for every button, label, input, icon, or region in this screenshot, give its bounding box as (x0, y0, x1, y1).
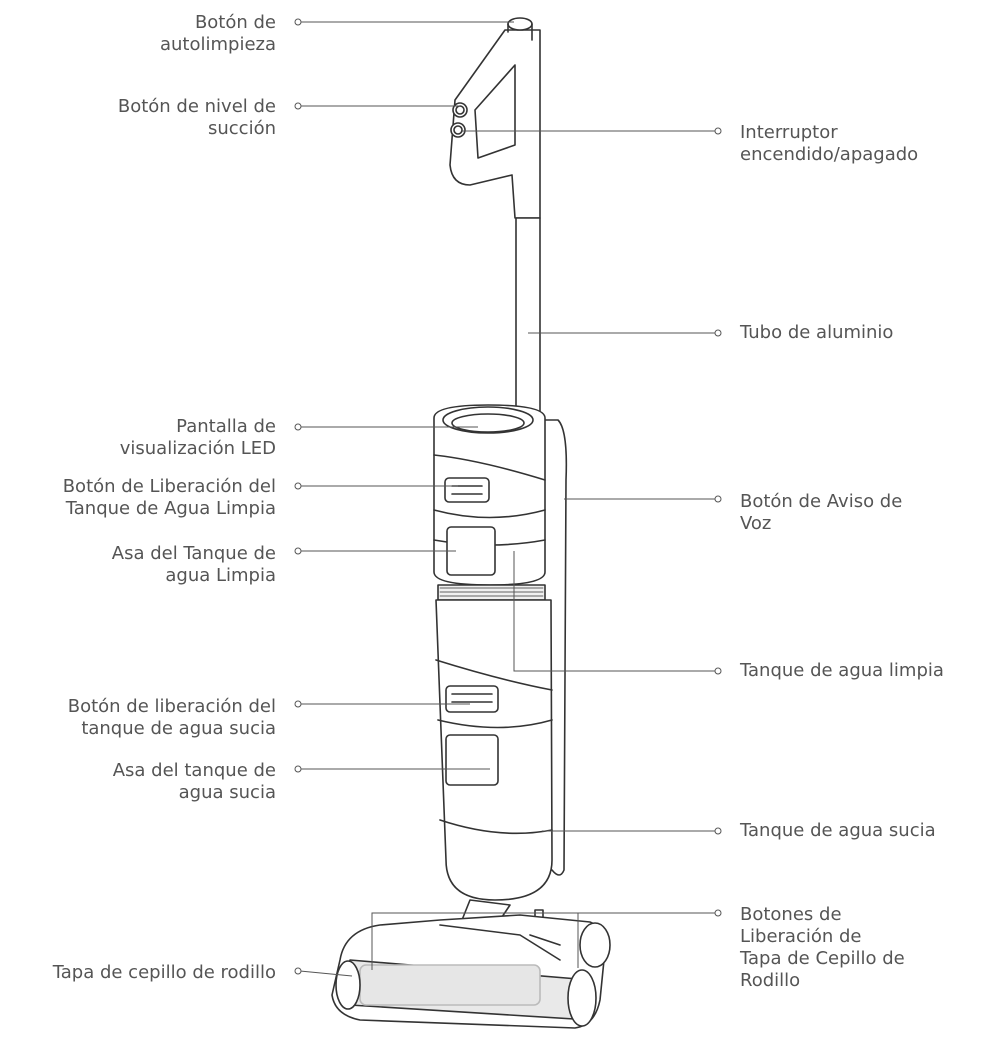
label-roller-brush-cover: Tapa de cepillo de rodillo (53, 962, 276, 984)
label-suction-level-button: Botón de nivel de succión (118, 96, 276, 140)
label-dirty-tank-handle: Asa del tanque de agua sucia (113, 760, 276, 804)
label-text: Pantalla de (176, 416, 276, 437)
label-power-switch: Interruptor encendido/apagado (740, 122, 918, 166)
label-text: Tanque de Agua Limpia (65, 498, 276, 519)
label-clean-water-tank: Tanque de agua limpia (740, 660, 944, 682)
dot-clean-tank (714, 667, 722, 675)
label-clean-tank-release-button: Botón de Liberación del Tanque de Agua L… (63, 476, 276, 520)
line-brush-cover (299, 970, 353, 977)
label-text: Voz (740, 513, 772, 534)
label-text: Liberación de (740, 926, 862, 947)
dot-clean-handle (294, 547, 302, 555)
label-text: Tanque de agua limpia (740, 660, 944, 681)
label-aluminum-tube: Tubo de aluminio (740, 322, 893, 344)
label-brush-cover-release-buttons: Botones de Liberación de Tapa de Cepillo… (740, 904, 905, 992)
label-text: Tapa de Cepillo de (740, 948, 905, 969)
label-text: autolimpieza (159, 34, 276, 55)
label-text: Tanque de agua sucia (740, 820, 936, 841)
label-text: Botón de liberación del (67, 696, 276, 717)
label-text: encendido/apagado (740, 144, 919, 165)
dot-self-clean (294, 18, 302, 26)
label-text: Botón de nivel de (117, 96, 276, 117)
dot-dirty-handle (294, 765, 302, 773)
label-text: Tubo de aluminio (740, 322, 894, 343)
label-text: Botones de (740, 904, 842, 925)
label-text: Tapa de cepillo de rodillo (52, 962, 276, 983)
label-dirty-tank-release-button: Botón de liberación del tanque de agua s… (68, 696, 276, 740)
label-dirty-water-tank: Tanque de agua sucia (740, 820, 936, 842)
label-text: Botón de Aviso de (740, 491, 903, 512)
dot-voice (714, 495, 722, 503)
label-text: Asa del Tanque de (111, 543, 276, 564)
label-text: Botón de (194, 12, 276, 33)
label-text: visualización LED (119, 438, 276, 459)
label-text: Botón de Liberación del (62, 476, 276, 497)
line-clean-tank (513, 551, 716, 672)
dot-dirty-release (294, 700, 302, 708)
line-brush-release (371, 912, 716, 970)
dot-power (714, 127, 722, 135)
label-text: agua sucia (178, 782, 276, 803)
dot-clean-release (294, 482, 302, 490)
vacuum-illustration (331, 17, 611, 1029)
label-text: Interruptor (740, 122, 838, 143)
dot-brush-release (714, 909, 722, 917)
label-text: tanque de agua sucia (81, 718, 276, 739)
dot-suction (294, 102, 302, 110)
leader-lines (294, 18, 722, 977)
label-text: agua Limpia (165, 565, 276, 586)
dot-led (294, 423, 302, 431)
dot-brush-cover (294, 967, 302, 975)
dot-tube (714, 329, 722, 337)
label-text: succión (207, 118, 276, 139)
dot-dirty-tank (714, 827, 722, 835)
label-self-clean-button: Botón de autolimpieza (160, 12, 276, 56)
label-text: Asa del tanque de (112, 760, 276, 781)
label-text: Rodillo (740, 970, 801, 991)
label-voice-prompt-button: Botón de Aviso de Voz (740, 491, 902, 535)
label-clean-tank-handle: Asa del Tanque de agua Limpia (112, 543, 276, 587)
label-led-display: Pantalla de visualización LED (120, 416, 276, 460)
